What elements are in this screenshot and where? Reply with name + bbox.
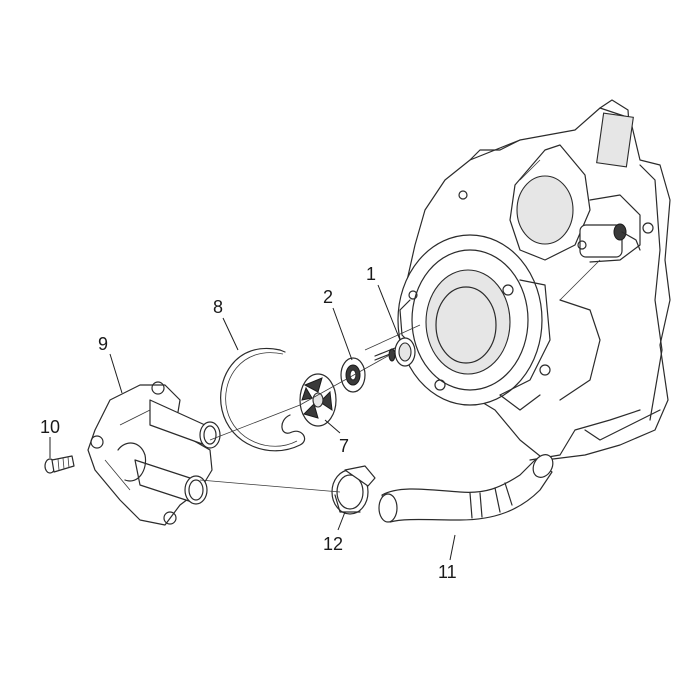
leader-1	[377, 284, 401, 341]
part-7-impeller	[299, 373, 337, 427]
leader-11	[449, 534, 456, 561]
leader-2	[332, 307, 353, 361]
callout-12: 12	[323, 534, 343, 554]
part-1-shaft	[374, 337, 416, 367]
part-12-clamp	[331, 465, 376, 515]
leader-8	[222, 317, 239, 351]
callout-9: 9	[98, 334, 108, 354]
callout-leaders	[49, 284, 456, 561]
callout-8: 8	[213, 297, 223, 317]
leader-7	[324, 419, 341, 434]
part-11-hose	[378, 454, 554, 523]
callout-1: 1	[366, 264, 376, 284]
leader-12	[337, 511, 346, 531]
leader-9	[109, 353, 123, 394]
part-10-screw	[44, 455, 75, 474]
callout-11: 11	[438, 562, 457, 582]
part-9-pump-cover	[87, 381, 221, 526]
assembly-axis-lines	[199, 324, 421, 493]
callout-7: 7	[339, 436, 349, 456]
callout-10: 10	[40, 417, 60, 437]
part-8-o-ring	[220, 347, 306, 452]
callout-labels: 1 2 7 8 9 10 11 12	[40, 264, 457, 582]
engine-cover	[397, 99, 671, 461]
callout-2: 2	[323, 287, 333, 307]
